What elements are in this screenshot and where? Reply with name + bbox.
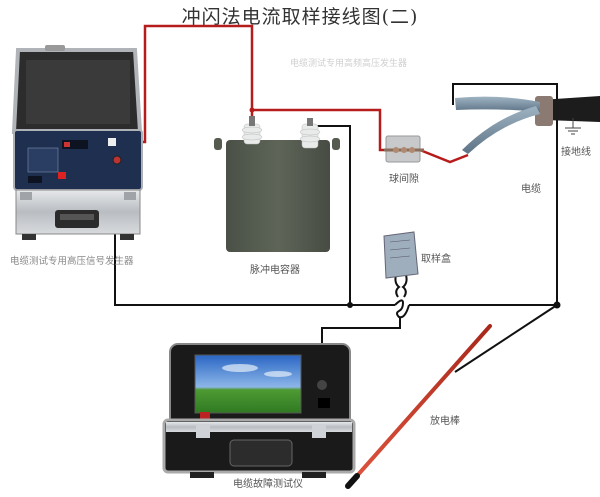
- label-pulse-capacitor: 脉冲电容器: [250, 265, 300, 276]
- hv-signal-generator: [12, 44, 144, 242]
- label-discharge-rod: 放电棒: [430, 416, 460, 427]
- cable-graphic: [455, 96, 600, 154]
- fault-tester: [162, 342, 356, 480]
- cable: [452, 92, 600, 158]
- watermark-text: 电缆测试专用高频高压发生器: [290, 59, 408, 69]
- label-cable: 电缆: [521, 184, 541, 195]
- pulse-capacitor-graphic: [214, 116, 340, 252]
- label-sampling-box: 取样盒: [421, 254, 451, 265]
- sampling-box: [382, 230, 422, 280]
- label-hv-signal-generator: 电缆测试专用高压信号发生器: [10, 256, 134, 267]
- ball-gap: [384, 134, 424, 164]
- label-fault-tester: 电缆故障测试仪: [233, 479, 303, 490]
- sampling-box-graphic: [383, 231, 419, 279]
- label-ball-gap: 球间隙: [389, 174, 419, 185]
- discharge-rod-graphic: [345, 324, 492, 489]
- label-ground-wire: 接地线: [561, 147, 591, 158]
- diagram-title: 冲闪法电流取样接线图(二): [181, 6, 419, 28]
- ball-gap-graphic: [384, 135, 424, 163]
- pulse-capacitor: [212, 114, 342, 254]
- fault-tester-graphic: [162, 343, 356, 478]
- hv-signal-generator-graphic: [11, 45, 143, 240]
